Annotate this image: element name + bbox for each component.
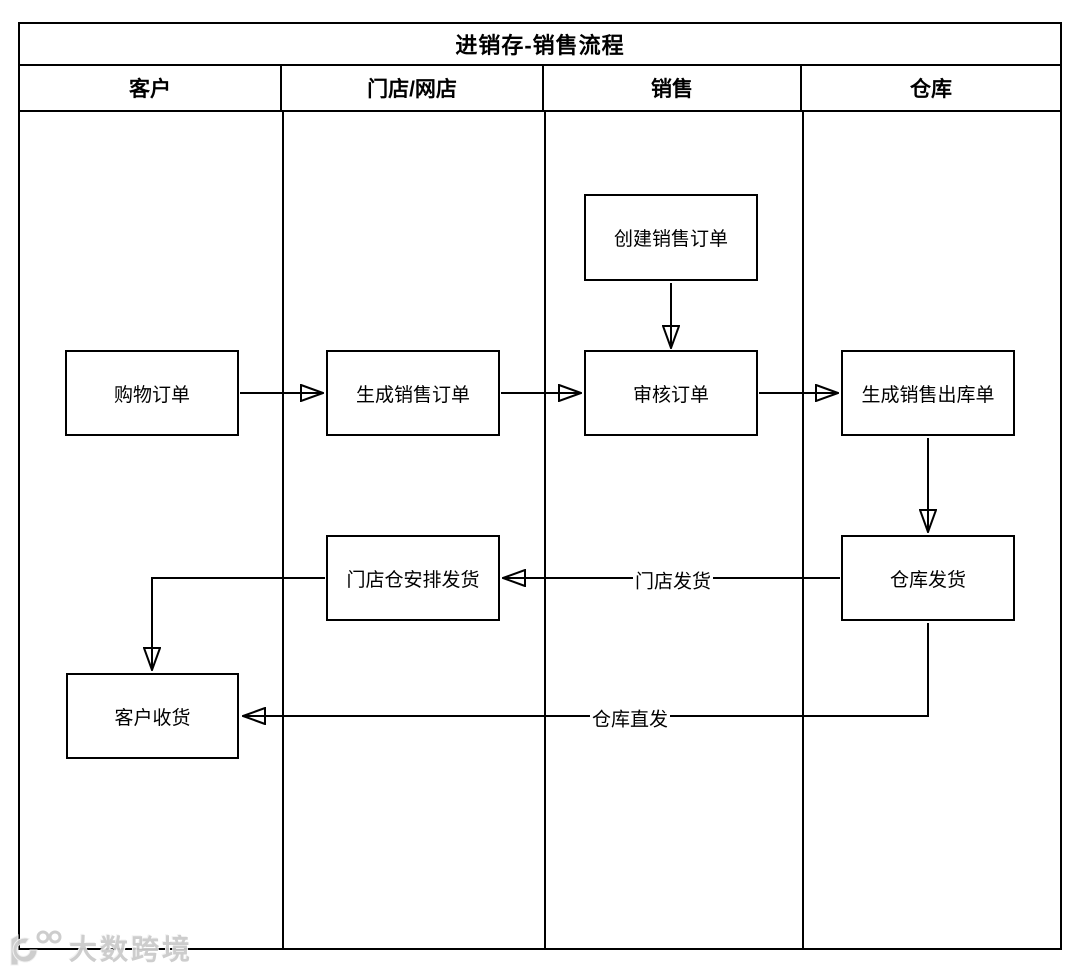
lane-header-row: 客户 门店/网店 销售 仓库 [20,66,1060,112]
lane-header-warehouse: 仓库 [910,78,952,101]
node-create-sales-order: 创建销售订单 [584,194,758,281]
lane-header-store: 门店/网店 [282,66,544,110]
node-warehouse-ship: 仓库发货 [841,535,1015,621]
edge-label-store-ship: 门店发货 [632,565,714,595]
lane-divider [802,112,804,948]
diagram-title: 进销存-销售流程 [20,24,1060,66]
lane-divider [544,112,546,948]
swimlane-frame: 进销存-销售流程 客户 门店/网店 销售 仓库 [18,22,1062,950]
node-generate-outbound-order: 生成销售出库单 [841,350,1015,436]
node-customer-receive: 客户收货 [66,673,239,759]
lane-divider [282,112,284,948]
node-store-arrange-ship: 门店仓安排发货 [326,535,500,621]
lane-header-sales: 销售 [544,66,802,110]
watermark-logo-icon [10,930,62,966]
node-generate-sales-order: 生成销售订单 [326,350,500,436]
watermark: 大数跨境 [5,928,193,968]
node-review-order: 审核订单 [584,350,758,436]
watermark-text: 大数跨境 [69,934,194,965]
node-shopping-order: 购物订单 [65,350,239,436]
edge-label-warehouse-direct: 仓库直发 [589,703,671,733]
lane-header-customer: 客户 [20,66,282,110]
